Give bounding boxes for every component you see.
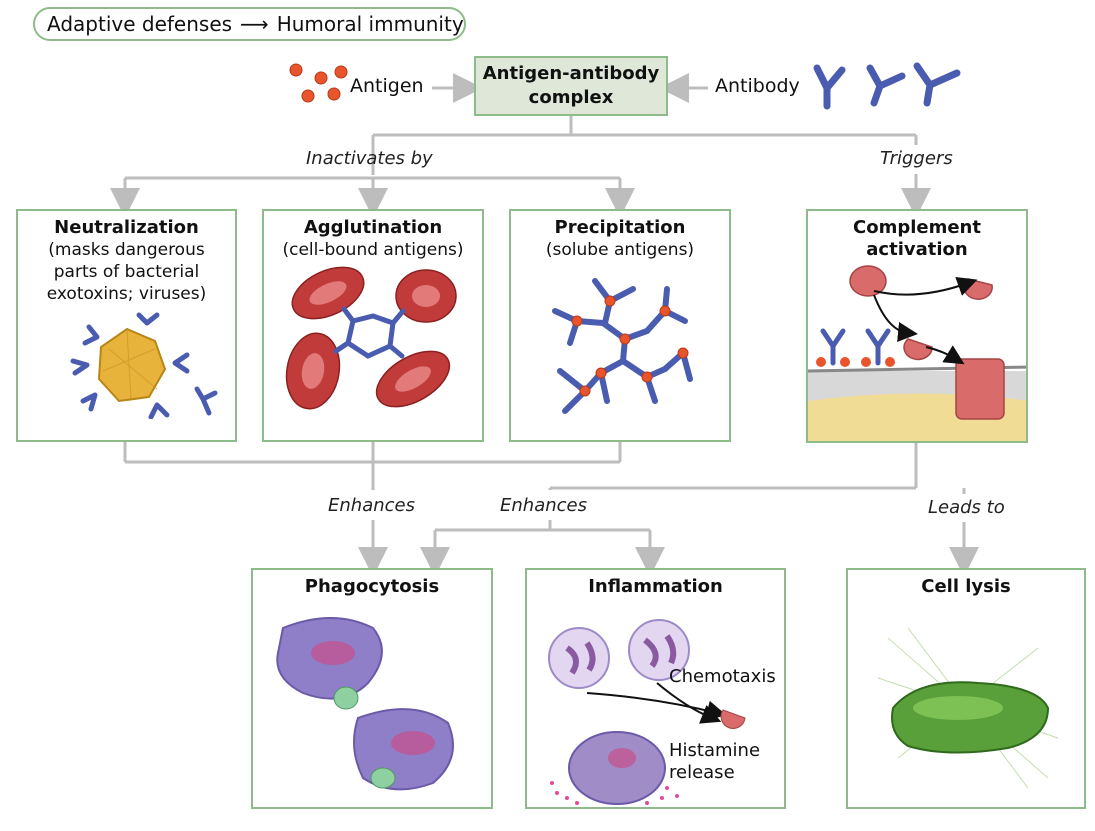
- inflammation-box: Inflammation Chemotaxis Histamine releas…: [525, 568, 786, 809]
- precipitation-title: Precipitation: [554, 217, 686, 238]
- neutralization-box: Neutralization (masks dangerous parts of…: [16, 209, 237, 442]
- phagocyte-cells-icon: [276, 617, 454, 791]
- leads-to-label: Leads to: [928, 497, 1005, 518]
- antibody-label: Antibody: [715, 75, 800, 97]
- complex-title-line2: complex: [528, 87, 614, 108]
- antigen-label: Antigen: [350, 75, 424, 97]
- arrow-right-icon: ⟶: [240, 12, 269, 36]
- phagocytosis-title: Phagocytosis: [304, 576, 440, 597]
- enhances-label-left: Enhances: [328, 495, 415, 516]
- complement-membrane-icon: [808, 265, 1026, 441]
- virus-neutralized-icon: [70, 312, 217, 420]
- neutralization-title: Neutralization: [54, 217, 199, 238]
- inflammation-title: Inflammation: [588, 576, 723, 597]
- inactivates-by-label: Inactivates by: [306, 148, 433, 169]
- histamine-line2: release: [669, 762, 735, 783]
- complement-title-line2: activation: [866, 239, 968, 260]
- enhances-label-mid: Enhances: [500, 495, 587, 516]
- triggers-label: Triggers: [880, 148, 953, 169]
- antibody-icon: [813, 62, 961, 110]
- agglutination-box: Agglutination (cell-bound antigens): [262, 209, 484, 442]
- inflammation-cells-icon: [548, 619, 746, 805]
- precipitation-sub: (solube antigens): [545, 240, 695, 260]
- antigen-icon: [289, 63, 348, 103]
- agglutination-title: Agglutination: [303, 217, 443, 238]
- breadcrumb-to: Humoral immunity: [276, 12, 464, 36]
- antibody-antigen-lattice-icon: [552, 278, 693, 414]
- phagocytosis-box: Phagocytosis: [251, 568, 493, 809]
- lysed-cell-icon: [877, 627, 1059, 789]
- cell-lysis-title: Cell lysis: [921, 576, 1011, 597]
- chemotaxis-label: Chemotaxis: [669, 666, 776, 687]
- histamine-label: Histamine release: [669, 740, 760, 784]
- complex-title-line1: Antigen-antibody: [482, 63, 660, 84]
- neutralization-sub1: (masks dangerous: [48, 240, 205, 260]
- cell-lysis-box: Cell lysis: [846, 568, 1086, 809]
- histamine-line1: Histamine: [669, 740, 761, 761]
- antigen-antibody-complex-box: Antigen-antibody complex: [474, 56, 668, 116]
- complement-activation-box: Complement activation: [806, 209, 1028, 443]
- agglutination-sub: (cell-bound antigens): [282, 240, 464, 260]
- breadcrumb-pill: Adaptive defenses ⟶ Humoral immunity: [33, 7, 466, 41]
- complement-title-line1: Complement: [853, 217, 981, 238]
- neutralization-sub2: parts of bacterial: [53, 262, 200, 282]
- neutralization-sub3: exotoxins; viruses): [46, 284, 207, 304]
- breadcrumb-from: Adaptive defenses: [47, 12, 233, 36]
- precipitation-box: Precipitation (solube antigens): [509, 209, 731, 442]
- red-blood-cells-agglutinated-icon: [285, 266, 457, 410]
